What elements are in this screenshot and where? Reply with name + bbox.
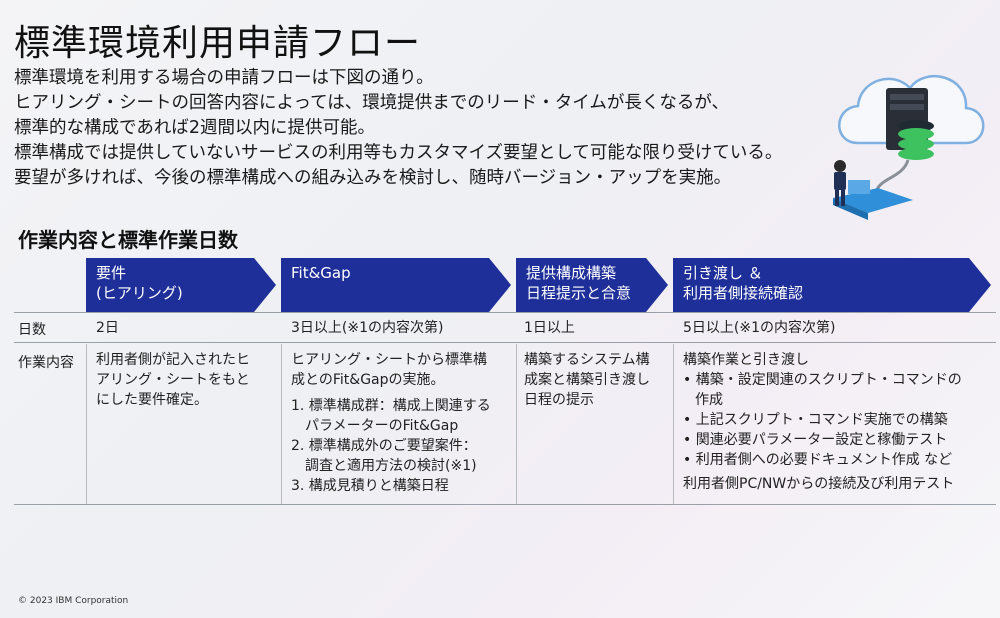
step-header-line: 日程提示と合意 [526,284,632,302]
work-line: 構築作業と引き渡し [683,352,809,368]
work-line: ヒアリング・シートから標準構 [291,352,487,368]
list-item: • 関連必要パラメーター設定と稼働テスト [683,430,962,450]
step-header-fitgap: Fit&Gap [281,258,511,312]
step-header-line: 引き渡し ＆ [683,264,763,282]
days-cell: 2日 [96,320,119,336]
work-line: 利用者側が記入されたヒ [96,352,250,368]
step-header-build: 提供構成構築 日程提示と合意 [516,258,668,312]
list-item: • 利用者側への必要ドキュメント作成 など [683,450,962,470]
intro-line: 標準的な構成であれば2週間以内に提供可能。 [14,118,375,138]
section-title: 作業内容と標準作業日数 [18,228,238,252]
intro-line: ヒアリング・シートの回答内容によっては、環境提供までのリード・タイムが長くなるが… [14,93,730,113]
list-item-line: • 構築・設定関連のスクリプト・コマンドの [683,372,962,388]
work-line: アリング・シートをもと [96,372,250,388]
table-divider [14,504,996,505]
step-header-line: (ヒアリング) [96,284,183,302]
step-header-line: 要件 [96,264,127,282]
work-line: にした要件確定。 [96,392,208,408]
list-item-line: 3. 構成見積りと構築日程 [291,478,449,494]
list-item: 1. 標準構成群：構成上関連する パラメーターのFit&Gap [291,396,491,436]
table-divider [14,312,996,313]
step-header-line: Fit&Gap [291,264,351,282]
step-header-handover: 引き渡し ＆ 利用者側接続確認 [673,258,991,312]
person-at-laptop-icon [834,160,846,206]
work-cell-fitgap: ヒアリング・シートから標準構 成とのFit&Gapの実施。 1. 標準構成群：構… [291,350,491,496]
step-header-line: 提供構成構築 [526,264,617,282]
list-item-line: • 関連必要パラメーター設定と稼働テスト [683,432,948,448]
copyright-footer: © 2023 IBM Corporation [18,596,129,606]
step-header-line: 利用者側接続確認 [683,284,804,302]
list-item: • 上記スクリプト・コマンド実施での構築 [683,410,962,430]
row-label-work: 作業内容 [18,355,74,371]
list-item-line: パラメーターのFit&Gap [305,418,459,434]
list-item: 2. 標準構成外のご要望案件： 調査と適用方法の検討(※1) [291,436,491,476]
list-item-line: 調査と適用方法の検討(※1) [305,458,477,474]
list-item-line: 2. 標準構成外のご要望案件： [291,438,477,454]
days-cell: 1日以上 [524,320,575,336]
work-cell-build: 構築するシステム構 成案と構築引き渡し 日程の提示 [524,350,650,410]
list-item-line: • 上記スクリプト・コマンド実施での構築 [683,412,948,428]
intro-line: 標準構成では提供していないサービスの利用等もカスタマイズ要望として可能な限り受け… [14,143,783,163]
list-item-line: • 利用者側への必要ドキュメント作成 など [683,452,953,468]
list-item: 3. 構成見積りと構築日程 [291,476,491,496]
work-line: 成とのFit&Gapの実施。 [291,372,445,388]
work-line: 利用者側PC/NWからの接続及び利用テスト [683,476,955,492]
work-line: 構築するシステム構 [524,352,650,368]
work-cell-handover: 構築作業と引き渡し • 構築・設定関連のスクリプト・コマンドの 作成 • 上記ス… [683,350,962,494]
intro-text: 標準環境を利用する場合の申請フローは下図の通り。 ヒアリング・シートの回答内容に… [14,66,874,191]
work-cell-requirements: 利用者側が記入されたヒ アリング・シートをもと にした要件確定。 [96,350,250,410]
days-cell: 3日以上(※1の内容次第) [291,320,444,336]
list-item: • 構築・設定関連のスクリプト・コマンドの 作成 [683,370,962,410]
intro-line: 要望が多ければ、今後の標準構成への組み込みを検討し、随時バージョン・アップを実施… [14,168,732,188]
table-divider [14,342,996,343]
row-label-days: 日数 [18,322,46,338]
list-item-line: 作成 [695,392,723,408]
column-divider [281,344,282,504]
list-item-line: 1. 標準構成群：構成上関連する [291,398,491,414]
intro-line: 標準環境を利用する場合の申請フローは下図の通り。 [14,68,434,88]
work-line: 成案と構築引き渡し [524,372,650,388]
column-divider [516,344,517,504]
step-header-requirements: 要件 (ヒアリング) [86,258,276,312]
page-title: 標準環境利用申請フロー [14,23,422,64]
days-cell: 5日以上(※1の内容次第) [683,320,836,336]
column-divider [86,344,87,504]
cloud-server-illustration [833,74,985,220]
column-divider [673,344,674,504]
work-line: 日程の提示 [524,392,594,408]
